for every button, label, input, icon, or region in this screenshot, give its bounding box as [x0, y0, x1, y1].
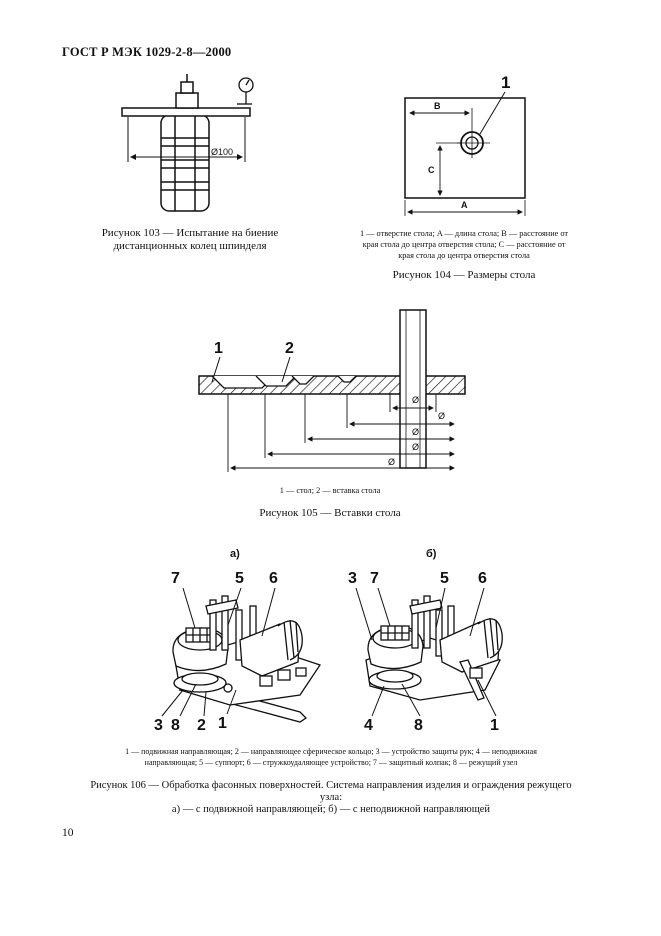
figure-104-label-b: B: [434, 101, 441, 111]
panel-a-callout-7: 7: [171, 570, 180, 587]
spindle-nut: [175, 74, 199, 109]
dim-100-label: Ø100: [211, 147, 234, 157]
page-number: 10: [62, 827, 74, 839]
figure-104-callout-1: 1: [501, 73, 511, 92]
figure-104-legend-line2: края стола до центра отверстия стола; C …: [362, 240, 566, 249]
figure-105-diam-4: Ø: [412, 442, 420, 452]
figure-106-panel-b-label: б): [426, 548, 437, 560]
figure-105-diam-1: Ø: [412, 395, 420, 405]
figure-104-label-a: A: [461, 200, 468, 210]
panel-b-callout-1: 1: [490, 717, 499, 734]
figure-105-diam-5: Ø: [388, 457, 396, 467]
panel-b-callout-8: 8: [414, 717, 423, 734]
figure-105-diam-2: Ø: [438, 411, 446, 421]
figure-104-legend-line1: 1 — отверстие стола; A — длина стола; B …: [359, 229, 569, 238]
figure-105-diam-3: Ø: [412, 427, 420, 437]
figure-106-caption-line1: Рисунок 106 — Обработка фасонных поверхн…: [90, 780, 572, 791]
panel-b-callout-5: 5: [440, 570, 449, 587]
panel-a-machine: [172, 595, 322, 723]
figure-105-legend: 1 — стол; 2 — вставка стола: [279, 486, 381, 495]
figure-106-legend-line1: 1 — подвижная направляющая; 2 — направля…: [125, 747, 537, 756]
dim-100: [127, 117, 246, 162]
figure-103-caption-line1: Рисунок 103 — Испытание на биение: [101, 227, 279, 239]
dial-gauge: [237, 77, 254, 105]
figure-103-caption-line2: дистанционных колец шпинделя: [113, 240, 267, 252]
figure-104-caption: Рисунок 104 — Размеры стола: [392, 269, 536, 281]
figure-106-legend-line2: направляющая; 5 — суппорт; 6 — стружкоуд…: [144, 758, 518, 767]
panel-a-callout-2: 2: [197, 717, 206, 734]
figure-104-legend-line3: края стола до центра отверстия стола: [398, 251, 530, 260]
panel-a-callout-8: 8: [171, 717, 180, 734]
document-header: ГОСТ Р МЭК 1029-2-8—2000: [62, 45, 232, 59]
figure-105-caption: Рисунок 105 — Вставки стола: [259, 507, 401, 519]
figure-105-callout-2: 2: [285, 340, 294, 357]
table-outline: [404, 97, 526, 199]
panel-b-callout-6: 6: [478, 570, 487, 587]
figure-104-label-c: C: [428, 165, 435, 175]
table-inserts: [211, 375, 357, 389]
panel-b-machine: [365, 595, 503, 701]
figure-106-panel-a-label: а): [230, 548, 240, 560]
panel-b-callout-7: 7: [370, 570, 379, 587]
panel-a-callout-1: 1: [218, 715, 227, 732]
panel-a-callout-5: 5: [235, 570, 244, 587]
panel-a-callout-6: 6: [269, 570, 278, 587]
figure-106-caption-line2: узла:: [319, 792, 343, 803]
panel-b-callout-3: 3: [348, 570, 357, 587]
panel-b-callout-4: 4: [364, 717, 373, 734]
figure-106-caption-line3: а) — с подвижной направляющей; б) — с не…: [171, 804, 491, 815]
panel-a-callout-3: 3: [154, 717, 163, 734]
figure-105-callout-1: 1: [214, 340, 223, 357]
insert-dimensions: [227, 394, 455, 472]
